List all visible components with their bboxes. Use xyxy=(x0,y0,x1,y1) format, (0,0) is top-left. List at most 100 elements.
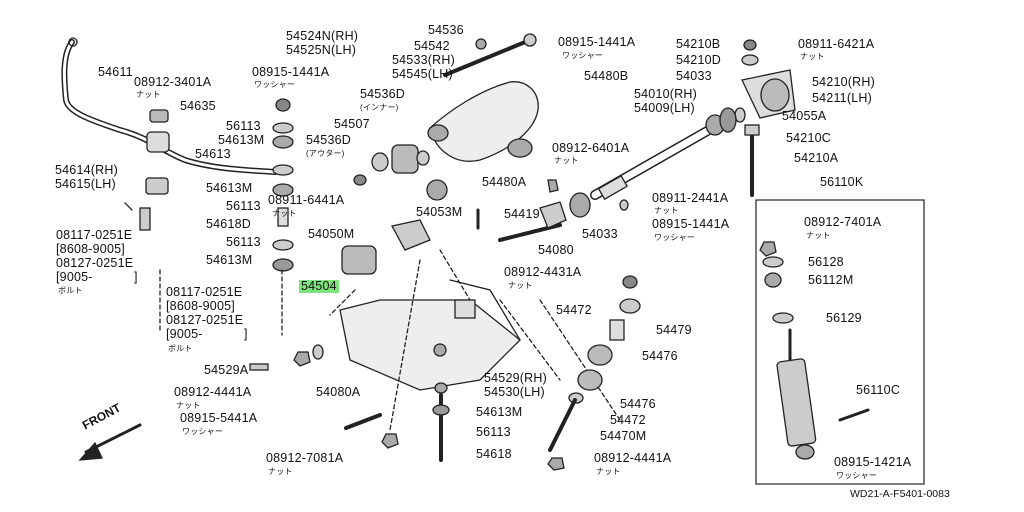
label-08911-6441a: 08911-6441A xyxy=(268,193,345,207)
label-54419: 54419 xyxy=(504,207,540,221)
label-54533-rh: 54533(RH) xyxy=(392,53,455,67)
label-nut-h: ナット xyxy=(596,467,621,476)
label-54053m: 54053M xyxy=(416,205,463,219)
label-08915-1441a-3: 08915-1441A xyxy=(652,217,730,231)
label-washer-b: ワッシャー xyxy=(562,51,603,60)
label-56113-d: 56113 xyxy=(476,425,511,439)
label-56110k: 56110K xyxy=(820,175,864,189)
label-08915-5441a: 08915-5441A xyxy=(180,411,258,425)
label-9005-a-end: ] xyxy=(134,270,138,284)
label-56129: 56129 xyxy=(826,311,862,325)
label-nut-b: ナット xyxy=(272,209,297,218)
label-54080a: 54080A xyxy=(316,385,361,399)
label-54055a: 54055A xyxy=(782,109,827,123)
label-56110c: 56110C xyxy=(856,383,901,397)
label-54615-lh: 54615(LH) xyxy=(55,177,116,191)
label-54635: 54635 xyxy=(180,99,216,113)
label-08912-4441a-a: 08912-4441A xyxy=(174,385,252,399)
label-08127-b: 08127-0251E xyxy=(166,313,244,327)
label-bolt-b: ボルト xyxy=(168,344,193,353)
label-inner: (インナー) xyxy=(360,103,399,112)
label-8608-b: [8608-9005] xyxy=(166,299,235,313)
label-54470m: 54470M xyxy=(600,429,647,443)
label-washer-c: ワッシャー xyxy=(654,233,695,242)
label-outer: (アウター) xyxy=(306,149,345,158)
label-washer-d: ワッシャー xyxy=(836,471,877,480)
label-08912-4441a-b: 08912-4441A xyxy=(594,451,672,465)
label-8608-a: [8608-9005] xyxy=(56,242,125,256)
label-54613m-a: 54613M xyxy=(218,133,265,147)
label-54080: 54080 xyxy=(538,243,574,257)
label-54480b: 54480B xyxy=(584,69,629,83)
label-54613m-d: 54613M xyxy=(476,405,523,419)
label-54033-b: 54033 xyxy=(676,69,712,83)
label-54210c: 54210C xyxy=(786,131,831,145)
label-56113-b: 56113 xyxy=(226,199,261,213)
label-54479: 54479 xyxy=(656,323,692,337)
label-08912-4431a: 08912-4431A xyxy=(504,265,582,279)
label-54529-rh: 54529(RH) xyxy=(484,371,547,385)
label-9005-b: [9005- xyxy=(166,327,203,341)
label-54545-lh: 54545(LH) xyxy=(392,67,453,81)
label-54614-rh: 54614(RH) xyxy=(55,163,118,177)
label-54618d: 54618D xyxy=(206,217,251,231)
label-9005-a: [9005- xyxy=(56,270,93,284)
label-56113-a: 56113 xyxy=(226,119,261,133)
label-54476-b: 54476 xyxy=(620,397,656,411)
label-54611: 54611 xyxy=(98,65,133,79)
label-54536d-inner: 54536D xyxy=(360,87,405,101)
label-56112m: 56112M xyxy=(808,273,854,287)
label-08127-a: 08127-0251E xyxy=(56,256,134,270)
label-54210b: 54210B xyxy=(676,37,721,51)
label-54504-highlighted: 54504 xyxy=(299,279,339,293)
label-54010-rh: 54010(RH) xyxy=(634,87,697,101)
label-54613m-c: 54613M xyxy=(206,253,253,267)
label-08911-6421a: 08911-6421A xyxy=(798,37,875,51)
label-washer-e: ワッシャー xyxy=(182,427,223,436)
label-54525n: 54525N(LH) xyxy=(286,43,357,57)
label-nut-g: ナット xyxy=(508,281,533,290)
label-54210-rh: 54210(RH) xyxy=(812,75,875,89)
label-nut-a: ナット xyxy=(136,90,161,99)
label-54618: 54618 xyxy=(476,447,512,461)
label-54536d-outer: 54536D xyxy=(306,133,351,147)
label-56113-c: 56113 xyxy=(226,235,261,249)
label-54507: 54507 xyxy=(334,117,370,131)
label-08915-1421a: 08915-1421A xyxy=(834,455,912,469)
label-08915-1441a-1: 08915-1441A xyxy=(252,65,330,79)
label-54524n: 54524N(RH) xyxy=(286,29,359,43)
label-54210d: 54210D xyxy=(676,53,721,67)
label-08117-b: 08117-0251E xyxy=(166,285,243,299)
label-nut-d: ナット xyxy=(654,206,679,215)
label-nut-i: ナット xyxy=(176,401,201,410)
label-56128: 56128 xyxy=(808,255,844,269)
label-08911-2441a: 08911-2441A xyxy=(652,191,729,205)
label-bolt-a: ボルト xyxy=(58,286,83,295)
drawing-code: WD21-A-F5401-0083 xyxy=(850,488,950,500)
label-54530-lh: 54530(LH) xyxy=(484,385,545,399)
label-08912-6401a: 08912-6401A xyxy=(552,141,630,155)
label-54480a: 54480A xyxy=(482,175,527,189)
label-54476-a: 54476 xyxy=(642,349,678,363)
label-9005-b-end: ] xyxy=(244,327,248,341)
label-08912-7401a: 08912-7401A xyxy=(804,215,882,229)
label-54613m-b: 54613M xyxy=(206,181,253,195)
label-54536: 54536 xyxy=(428,23,464,37)
label-54009-lh: 54009(LH) xyxy=(634,101,695,115)
label-54613: 54613 xyxy=(195,147,231,161)
label-54529a: 54529A xyxy=(204,363,249,377)
label-08117-a: 08117-0251E xyxy=(56,228,133,242)
label-nut-j: ナット xyxy=(268,467,293,476)
label-08915-1441a-2: 08915-1441A xyxy=(558,35,636,49)
label-54542: 54542 xyxy=(414,39,450,53)
label-nut-f: ナット xyxy=(806,231,831,240)
label-54210a: 54210A xyxy=(794,151,839,165)
label-nut-e: ナット xyxy=(800,52,825,61)
label-54472-a: 54472 xyxy=(556,303,592,317)
label-washer-a: ワッシャー xyxy=(254,80,295,89)
label-54033-a: 54033 xyxy=(582,227,618,241)
label-nut-c: ナット xyxy=(554,156,579,165)
label-54211-lh: 54211(LH) xyxy=(812,91,872,105)
